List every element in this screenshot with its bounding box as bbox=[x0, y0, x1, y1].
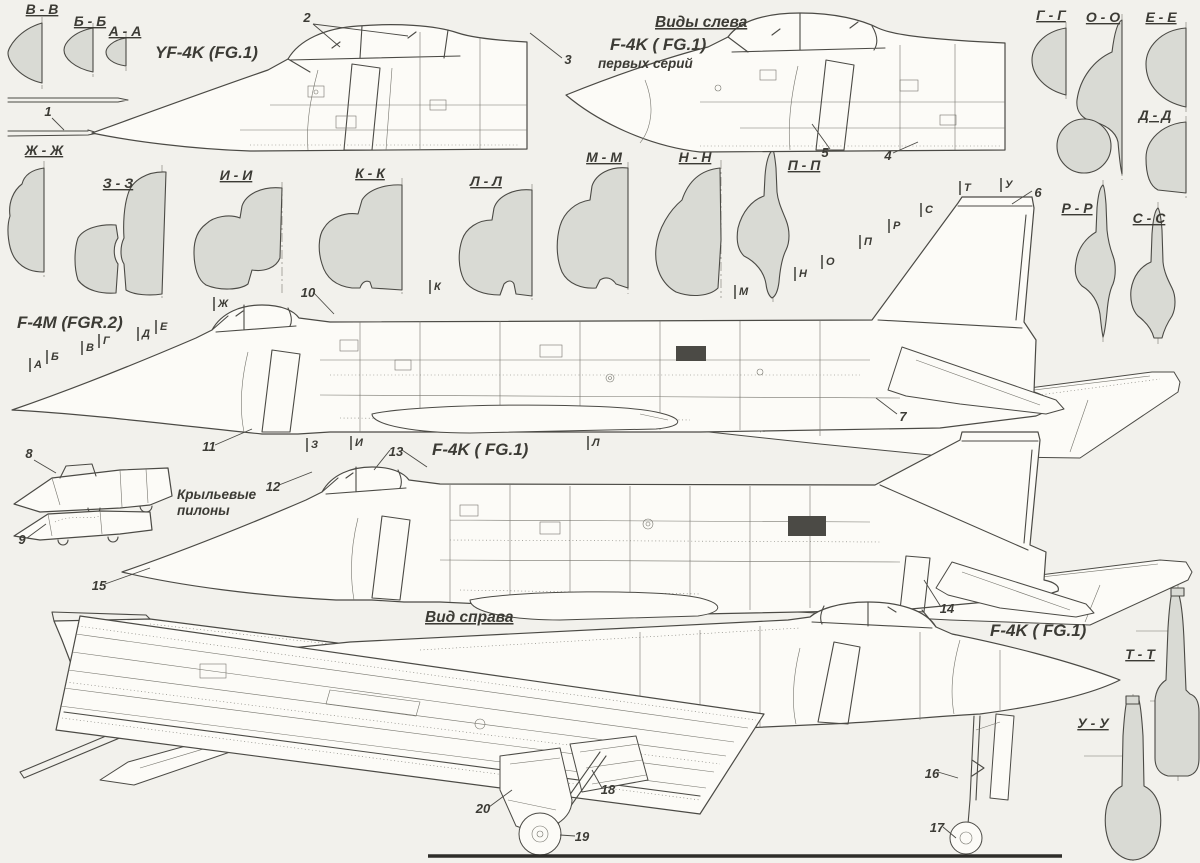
wing-pylons-label-line1: Крыльевые bbox=[177, 487, 257, 502]
yf4k-side-view bbox=[7, 24, 528, 152]
station-marker-t: Т bbox=[964, 182, 972, 194]
section-label-ll: Л - Л bbox=[469, 173, 502, 189]
callout-3: 3 bbox=[564, 52, 572, 67]
yf4k-label: YF-4K (FG.1) bbox=[155, 43, 258, 62]
pylon-cross-sections bbox=[1084, 585, 1200, 862]
wing-pylons-label-line2: пилоны bbox=[177, 503, 230, 518]
station-marker-s: С bbox=[925, 204, 934, 216]
section-label-ii: И - И bbox=[220, 167, 254, 183]
section-label-tt: Т - Т bbox=[1125, 646, 1156, 662]
f4k-early-side-view bbox=[565, 12, 1006, 153]
section-label-gg: Г - Г bbox=[1036, 7, 1067, 23]
station-marker-z: З bbox=[311, 439, 318, 451]
callout-9: 9 bbox=[18, 532, 26, 547]
station-marker-d: Д bbox=[141, 328, 150, 340]
fuselage-cross-sections bbox=[7, 144, 790, 302]
callout-15: 15 bbox=[92, 578, 107, 593]
views-left-title: Виды слева bbox=[655, 14, 748, 31]
station-marker-ticks bbox=[29, 178, 1002, 452]
callout-6: 6 bbox=[1034, 185, 1042, 200]
section-label-mm: М - М bbox=[586, 149, 622, 165]
station-marker-r: Р bbox=[893, 220, 901, 232]
f4k-right-label: F-4K ( FG.1) bbox=[990, 621, 1087, 640]
station-marker-a: А bbox=[33, 359, 42, 371]
section-label-oo: О - О bbox=[1086, 9, 1120, 25]
section-label-ss: С - С bbox=[1133, 210, 1167, 226]
section-label-rr: Р - Р bbox=[1061, 200, 1093, 216]
station-marker-l: Л bbox=[591, 437, 600, 449]
section-label-nn: Н - Н bbox=[679, 149, 713, 165]
station-marker-i: И bbox=[355, 437, 364, 449]
f4k-mid-side-view bbox=[121, 431, 1193, 626]
nose-cross-sections bbox=[7, 17, 127, 89]
callout-7: 7 bbox=[899, 409, 907, 424]
canopy-cross-sections bbox=[1031, 14, 1187, 198]
callout-4: 4 bbox=[883, 148, 892, 163]
f4k-mid-label: F-4K ( FG.1) bbox=[432, 440, 529, 459]
section-label-dd: Д - Д bbox=[1138, 107, 1172, 123]
nose-landing-gear bbox=[949, 713, 1015, 855]
section-label-bb: Б - Б bbox=[74, 13, 106, 29]
callout-13: 13 bbox=[389, 444, 404, 459]
callout-11: 11 bbox=[202, 439, 216, 454]
callout-12: 12 bbox=[266, 479, 281, 494]
station-marker-e: Е bbox=[160, 321, 168, 333]
callout-18: 18 bbox=[601, 782, 616, 797]
station-marker-m: М bbox=[739, 286, 749, 298]
station-marker-k: К bbox=[434, 281, 442, 293]
section-label-vv: В - В bbox=[26, 1, 59, 17]
view-right-title: Вид справа bbox=[425, 609, 514, 626]
callout-20: 20 bbox=[475, 801, 491, 816]
f4m-side-view bbox=[11, 196, 1181, 459]
f4k-right-side-view bbox=[19, 601, 1121, 858]
callout-leaders bbox=[26, 23, 1033, 839]
callout-1: 1 bbox=[44, 104, 51, 119]
callout-17: 17 bbox=[930, 820, 945, 835]
f4k-early-label: F-4K ( FG.1) bbox=[610, 35, 707, 54]
callout-16: 16 bbox=[925, 766, 940, 781]
callout-19: 19 bbox=[575, 829, 590, 844]
section-label-zhzh: Ж - Ж bbox=[24, 142, 64, 158]
f4k-early-sublabel: первых серий bbox=[598, 56, 693, 71]
section-label-zz: З - З bbox=[103, 175, 133, 191]
callout-2: 2 bbox=[302, 10, 311, 25]
station-marker-n: Н bbox=[799, 268, 808, 280]
main-landing-gear bbox=[499, 735, 649, 856]
callout-14: 14 bbox=[940, 601, 955, 616]
fin-cross-sections bbox=[1074, 180, 1176, 344]
station-marker-zh: Ж bbox=[217, 298, 229, 310]
callout-5: 5 bbox=[821, 145, 829, 160]
station-marker-b: Б bbox=[51, 351, 59, 363]
section-label-ee: Е - Е bbox=[1145, 9, 1177, 25]
station-marker-v: В bbox=[86, 342, 94, 354]
section-label-kk: К - К bbox=[355, 165, 386, 181]
section-label-aa: А - А bbox=[108, 23, 142, 39]
callout-10: 10 bbox=[301, 285, 316, 300]
cross-section-labels: В - В Б - Б А - А Г - Г О - О Е - Е Д - … bbox=[24, 1, 1177, 731]
station-marker-u: У bbox=[1005, 179, 1014, 191]
callout-numbers: 1 2 3 4 5 6 7 8 9 10 11 12 13 14 15 16 1… bbox=[18, 10, 1042, 844]
station-marker-o: О bbox=[826, 256, 835, 268]
station-marker-letters: А Б В Г Д Е Ж З И К Л М Н О П Р С Т У bbox=[33, 179, 1014, 451]
station-marker-p: П bbox=[864, 236, 873, 248]
callout-8: 8 bbox=[25, 446, 33, 461]
refueling-probe bbox=[7, 97, 129, 137]
section-label-uu: У - У bbox=[1077, 715, 1110, 731]
wing-pylon-drawings bbox=[13, 463, 173, 546]
section-label-pp: П - П bbox=[788, 157, 822, 173]
station-marker-g: Г bbox=[103, 335, 111, 347]
f4m-label: F-4M (FGR.2) bbox=[17, 313, 123, 332]
